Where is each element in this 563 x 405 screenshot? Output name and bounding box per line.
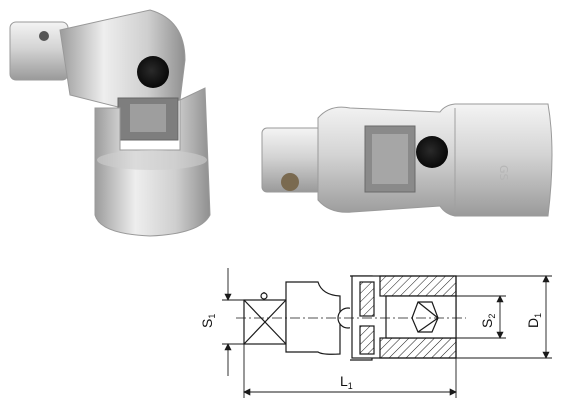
label-d1: D1 — [525, 313, 543, 328]
label-l1: L1 — [340, 373, 353, 391]
dimension-lines — [222, 268, 552, 398]
universal-joint-photo-straight: GS — [261, 103, 553, 217]
product-photos: GS — [9, 9, 553, 237]
technical-drawing: S1 S2 D1 L1 — [199, 268, 552, 398]
label-s2: S2 — [479, 314, 497, 328]
drawing-outline — [236, 275, 466, 361]
dimension-labels: S1 S2 D1 L1 — [199, 313, 543, 391]
universal-joint-photo-angled — [9, 9, 211, 237]
label-s1: S1 — [199, 314, 217, 328]
svg-text:GS: GS — [497, 165, 510, 181]
